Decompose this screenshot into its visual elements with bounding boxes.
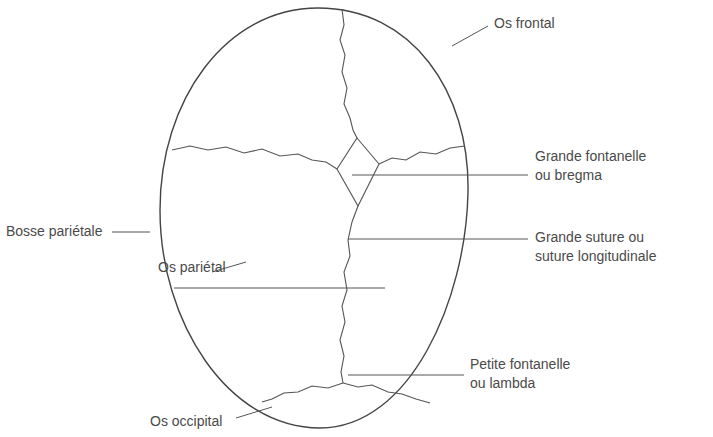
leader-line	[352, 175, 528, 176]
part-label: Bosse pariétale	[6, 222, 116, 241]
label-slot: Grande fontanelle ou bregma	[535, 147, 655, 185]
label-slot: Grande suture ou suture longitudinale	[535, 228, 665, 266]
label-slot: Os frontal	[494, 14, 614, 33]
label-slot: Bosse pariétale	[6, 222, 116, 241]
leader-line	[174, 288, 385, 289]
sagittal-suture-front	[340, 9, 357, 138]
skull-outline	[160, 8, 468, 428]
part-label: Os occipital	[150, 412, 250, 431]
part-label: Petite fontanelle ou lambda	[470, 355, 580, 393]
leader-line	[112, 232, 150, 233]
part-label: Os pariétal	[158, 258, 258, 277]
part-label: Grande suture ou suture longitudinale	[535, 228, 665, 266]
label-slot: Petite fontanelle ou lambda	[470, 355, 580, 393]
anterior-fontanelle	[337, 138, 379, 206]
part-label: Grande fontanelle ou bregma	[535, 147, 655, 185]
leader-line	[236, 407, 272, 418]
coronal-suture-right	[379, 146, 465, 164]
coronal-suture-left	[172, 146, 337, 169]
lambdoid-suture-right	[343, 383, 430, 403]
sagittal-suture	[340, 206, 358, 383]
label-slot: Os occipital	[150, 412, 250, 431]
lambdoid-suture-left	[262, 383, 343, 402]
part-label: Os frontal	[494, 14, 614, 33]
leader-lines	[112, 26, 528, 418]
leader-line	[452, 26, 488, 46]
label-slot: Os pariétal	[158, 258, 258, 277]
leader-line	[348, 375, 464, 376]
leader-line	[348, 239, 528, 240]
